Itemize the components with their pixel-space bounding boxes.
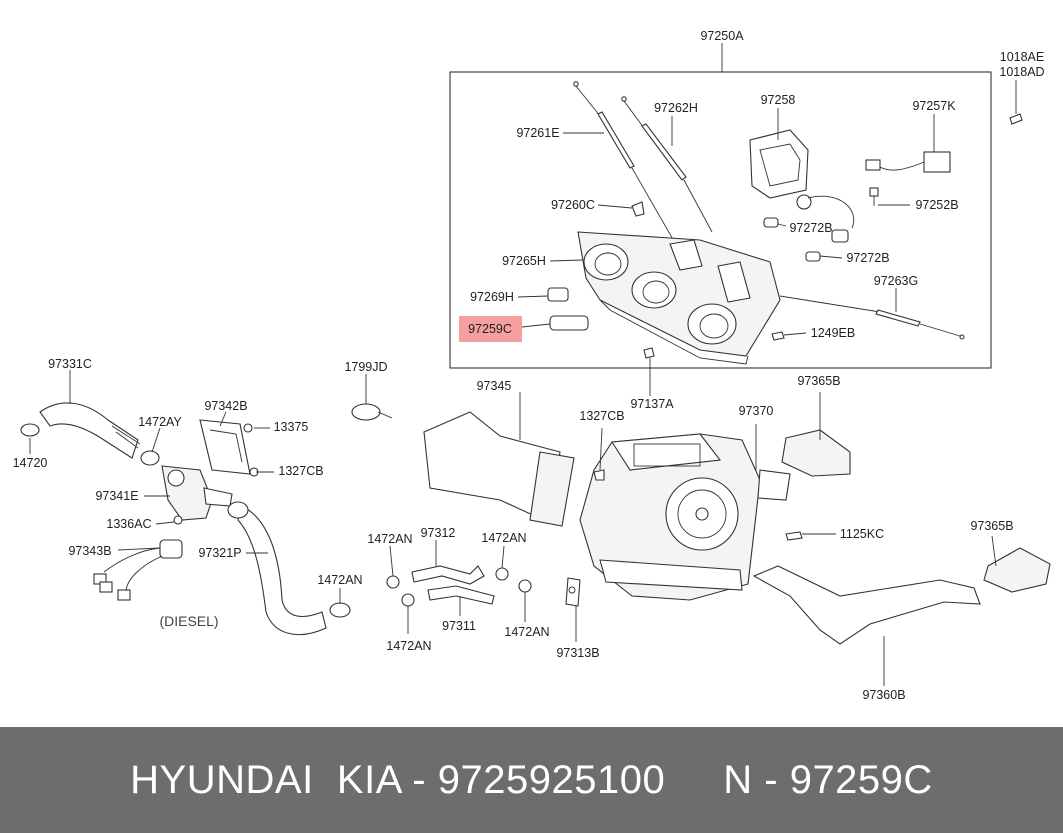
label-1472an-2: 1472AN (367, 532, 412, 546)
label-97260c: 97260C (551, 198, 595, 212)
label-97313b: 97313B (556, 646, 599, 660)
connector-97343b (93, 539, 183, 601)
bracket-97313b (565, 577, 581, 607)
diagram-svg: 97250A 1018AE 1018AD 97258 97262H 97257K… (13, 29, 1051, 702)
label-97365b-2: 97365B (970, 519, 1013, 533)
label-97262h: 97262H (654, 101, 698, 115)
label-97137a: 97137A (630, 397, 674, 411)
label-97331c: 97331C (48, 357, 92, 371)
hose-97312 (411, 565, 485, 585)
harness-97257k (865, 151, 951, 206)
label-1472an-3: 1472AN (481, 531, 526, 545)
label-97250a: 97250A (700, 29, 744, 43)
clamp-1472an-5 (518, 579, 532, 593)
bulb-97272b-1 (763, 217, 779, 228)
part-number-text: HYUNDAI KIA - 9725925100 N - 97259C (130, 757, 933, 802)
clamp-1472an-3 (495, 567, 509, 581)
label-97311: 97311 (442, 619, 476, 633)
label-97360b: 97360B (862, 688, 905, 702)
label-97321p: 97321P (198, 546, 241, 560)
parts-diagram: 97250A 1018AE 1018AD 97258 97262H 97257K… (13, 29, 1051, 702)
screw-1327cb-2 (593, 469, 605, 481)
label-13375: 13375 (274, 420, 309, 434)
clamp-1799jd (351, 403, 393, 421)
clip-97260c (631, 201, 645, 217)
bracket-97342b (199, 419, 259, 477)
label-97343b: 97343B (68, 544, 111, 558)
bulb-97272b-2 (805, 251, 821, 262)
clip-97137a (643, 347, 655, 359)
part-number-banner: HYUNDAI KIA - 9725925100 N - 97259C (0, 727, 1063, 833)
clamp-14720 (20, 423, 40, 437)
label-1327cb-1: 1327CB (278, 464, 323, 478)
knob-97259c (549, 315, 589, 331)
label-1125kc: 1125KC (840, 527, 884, 541)
duct-97365b-2 (983, 547, 1051, 593)
clamp-1472an-1 (329, 602, 351, 618)
label-97370: 97370 (739, 404, 774, 418)
label-97265h: 97265H (502, 254, 546, 268)
label-diesel: (DIESEL) (159, 613, 218, 629)
label-97261e: 97261E (516, 126, 559, 140)
clamp-1472ay (140, 450, 160, 466)
label-97257k: 97257K (912, 99, 956, 113)
label-97259c: 97259C (468, 322, 512, 336)
label-1327cb-2: 1327CB (579, 409, 624, 423)
cable-97262h (621, 96, 713, 233)
label-1472ay: 1472AY (138, 415, 182, 429)
label-1799jd: 1799JD (344, 360, 387, 374)
duct-97345 (423, 411, 575, 527)
label-97263g: 97263G (874, 274, 918, 288)
duct-97360b (752, 565, 981, 645)
label-97345: 97345 (477, 379, 512, 393)
bolt-1018ae (1009, 80, 1023, 125)
label-1472an-1: 1472AN (317, 573, 362, 587)
duct-97365b-1 (781, 429, 851, 477)
label-97272b-2: 97272B (846, 251, 889, 265)
hose-97311 (427, 585, 495, 605)
actuator-97258 (749, 129, 855, 243)
highlight-97259c (459, 316, 522, 342)
label-97341e: 97341E (95, 489, 138, 503)
knob-97269h (547, 287, 569, 302)
label-97269h: 97269H (470, 290, 514, 304)
label-14720: 14720 (13, 456, 48, 470)
label-97365b-1: 97365B (797, 374, 840, 388)
heater-unit-97370 (579, 433, 791, 601)
label-97258: 97258 (761, 93, 796, 107)
control-panel-97265h (577, 231, 781, 365)
label-97272b-1: 97272B (789, 221, 832, 235)
label-97252b: 97252B (915, 198, 958, 212)
hose-97321p (227, 501, 327, 636)
label-97342b: 97342B (204, 399, 247, 413)
valve-97341e (161, 465, 233, 525)
screw-1125kc (785, 531, 803, 541)
label-1472an-5: 1472AN (504, 625, 549, 639)
cable-97263g (779, 295, 965, 340)
label-1336ac: 1336AC (106, 517, 151, 531)
hose-97331c (39, 402, 141, 459)
clamp-1472an-2 (386, 575, 400, 589)
label-97312: 97312 (421, 526, 456, 540)
assembly-box (449, 71, 992, 369)
clamp-1472an-4 (401, 593, 415, 607)
label-1472an-4: 1472AN (386, 639, 431, 653)
label-1249eb: 1249EB (811, 326, 855, 340)
screw-1249eb (771, 331, 785, 341)
label-1018ae: 1018AE (1000, 50, 1044, 64)
label-1018ad: 1018AD (999, 65, 1044, 79)
